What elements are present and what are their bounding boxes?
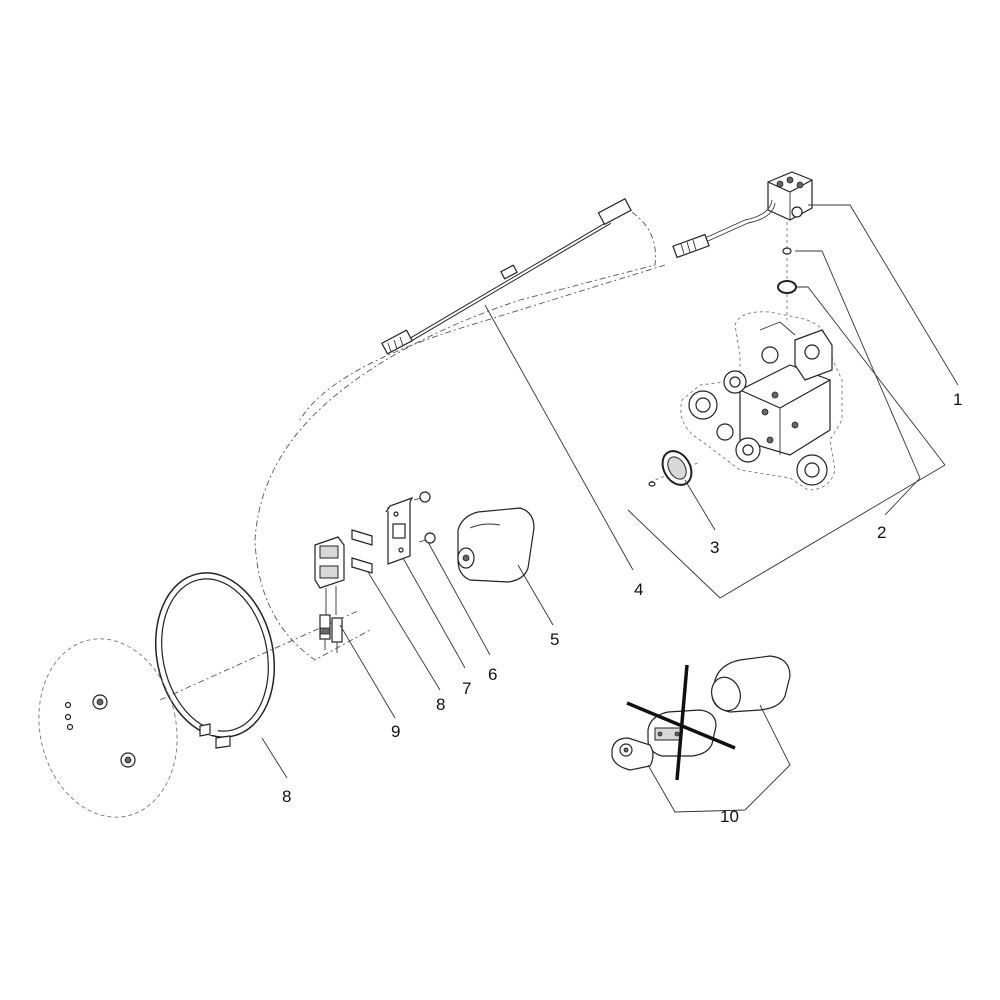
leader-lines <box>261 204 959 813</box>
callout-5: 5 <box>550 630 559 649</box>
callout-7: 7 <box>462 679 471 698</box>
mounting-bracket <box>385 496 414 565</box>
callout-2: 2 <box>877 523 886 542</box>
callout-8-ring: 8 <box>282 787 291 806</box>
callout-9: 9 <box>391 722 400 741</box>
bearing-ring <box>648 450 693 487</box>
screws <box>413 491 436 544</box>
valve-body <box>680 311 843 491</box>
connector-module <box>314 536 345 653</box>
callout-1: 1 <box>953 390 962 409</box>
callout-6: 6 <box>488 665 497 684</box>
callout-3: 3 <box>710 538 719 557</box>
callout-10: 10 <box>720 807 739 826</box>
extension-cable <box>381 197 632 355</box>
sensor-connector <box>672 233 710 259</box>
callout-8-pads: 8 <box>436 695 445 714</box>
sensor-module <box>704 171 813 242</box>
assembly-path-loop <box>254 204 657 661</box>
callout-4: 4 <box>634 580 643 599</box>
o-ring <box>777 280 797 294</box>
replacement-kit <box>611 655 791 781</box>
control-box <box>457 507 535 583</box>
washer <box>782 247 792 255</box>
cable-path <box>299 264 666 421</box>
cover-plate <box>38 638 178 818</box>
adhesive-pads <box>351 529 373 574</box>
trim-ring <box>154 572 276 749</box>
